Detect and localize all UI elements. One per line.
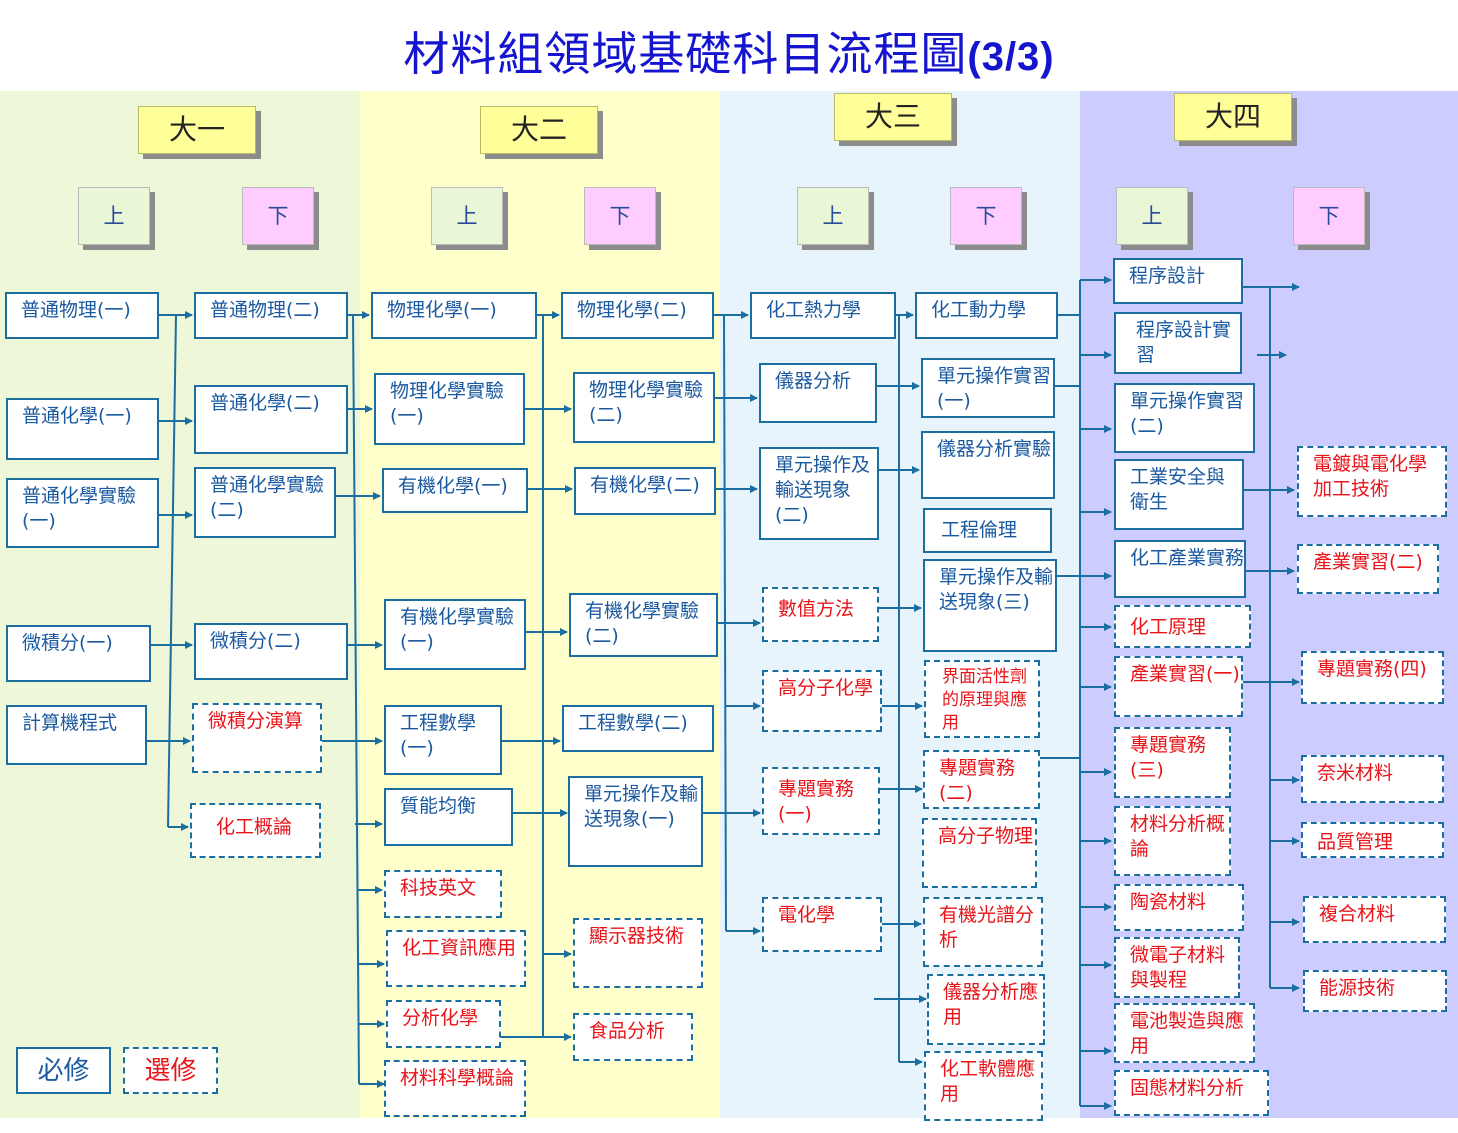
course-organic-chemistry-lab-1: 有機化學實驗(一)	[384, 599, 526, 670]
course-general-physics-2: 普通物理(二)	[194, 292, 348, 339]
course-general-chemistry-1: 普通化學(一)	[6, 398, 159, 460]
course-che-software: 化工軟體應用	[924, 1051, 1043, 1121]
course-display-technology: 顯示器技術	[573, 918, 703, 988]
course-calculus-1: 微積分(一)	[6, 625, 151, 682]
year1-column	[0, 91, 360, 1118]
course-organic-spectroscopy: 有機光譜分析	[923, 897, 1043, 967]
course-electrochemistry: 電化學	[762, 897, 882, 952]
course-mass-energy-balance: 質能均衡	[384, 788, 513, 846]
course-calculus-2: 微積分(二)	[194, 623, 348, 680]
course-unit-operations-1: 單元操作及輸送現象(一)	[568, 776, 703, 867]
course-instrumental-analysis-lab: 儀器分析實驗	[921, 431, 1055, 499]
course-physical-chemistry-lab-1: 物理化學實驗(一)	[374, 373, 525, 445]
course-nano-materials: 奈米材料	[1301, 755, 1444, 803]
course-calculus-computation: 微積分演算	[192, 703, 322, 773]
course-che-principles: 化工原理	[1114, 605, 1251, 648]
year-label-2: 大二	[480, 106, 598, 154]
course-unit-operations-lab-2: 單元操作實習(二)	[1114, 383, 1255, 453]
course-engineering-ethics: 工程倫理	[923, 508, 1052, 553]
course-organic-chemistry-1: 有機化學(一)	[382, 468, 528, 513]
course-energy-technology: 能源技術	[1303, 970, 1447, 1012]
course-battery-manufacturing: 電池製造與應用	[1114, 1003, 1255, 1063]
legend-required: 必修	[16, 1047, 111, 1094]
course-unit-operations-2: 單元操作及輸送現象(二)	[759, 447, 879, 540]
course-computer-programming: 計算機程式	[6, 705, 147, 765]
course-surfactant-principles: 界面活性劑的原理與應用	[924, 660, 1040, 738]
course-polymer-chemistry: 高分子化學	[762, 670, 882, 732]
legend-elective: 選修	[123, 1047, 218, 1094]
course-physical-chemistry-1: 物理化學(一)	[371, 292, 537, 339]
course-numerical-methods: 數值方法	[762, 587, 879, 642]
course-materials-analysis: 材料分析概論	[1114, 806, 1231, 876]
course-analytical-chemistry: 分析化學	[386, 1000, 501, 1048]
course-physical-chemistry-lab-2: 物理化學實驗(二)	[573, 372, 715, 443]
course-general-chemistry-2: 普通化學(二)	[194, 385, 348, 454]
course-polymer-physics: 高分子物理	[922, 818, 1037, 888]
course-solid-state-analysis: 固態材料分析	[1114, 1070, 1269, 1116]
course-electroplating: 電鍍與電化學加工技術	[1297, 446, 1447, 517]
course-quality-management: 品質管理	[1301, 822, 1444, 858]
course-process-design: 程序設計	[1113, 258, 1243, 304]
semester-up-y2: 上	[431, 187, 503, 245]
semester-up-y4: 上	[1116, 187, 1188, 245]
course-organic-chemistry-2: 有機化學(二)	[574, 467, 716, 515]
course-food-analysis: 食品分析	[573, 1013, 693, 1061]
course-industrial-safety: 工業安全與衛生	[1114, 459, 1244, 530]
course-ceramic-materials: 陶瓷材料	[1114, 884, 1244, 931]
course-industrial-internship-2: 產業實習(二)	[1297, 544, 1439, 594]
course-engineering-math-2: 工程數學(二)	[562, 705, 714, 752]
course-che-kinetics: 化工動力學	[915, 292, 1058, 339]
course-general-chemistry-lab-2: 普通化學實驗(二)	[194, 467, 336, 538]
course-instrumental-analysis: 儀器分析	[759, 363, 877, 423]
course-che-thermodynamics: 化工熱力學	[750, 292, 896, 339]
course-project-practice-3: 專題實務(三)	[1114, 727, 1231, 798]
course-engineering-math-1: 工程數學(一)	[384, 705, 502, 775]
course-project-practice-1: 專題實務(一)	[762, 767, 880, 835]
course-industrial-internship-1: 產業實習(一)	[1114, 656, 1243, 717]
semester-up-y3: 上	[797, 187, 869, 245]
title-part: (3/3)	[967, 35, 1055, 79]
course-technical-english: 科技英文	[384, 870, 502, 918]
course-instrumental-analysis-application: 儀器分析應用	[927, 974, 1045, 1045]
course-general-physics-1: 普通物理(一)	[5, 292, 159, 339]
year-label-3: 大三	[834, 93, 952, 141]
course-project-practice-2: 專題實務(二)	[923, 750, 1040, 809]
course-physical-chemistry-2: 物理化學(二)	[561, 292, 714, 339]
course-microelectronic-materials: 微電子材料與製程	[1114, 937, 1240, 998]
semester-up-y1: 上	[78, 187, 150, 245]
course-general-chemistry-lab-1: 普通化學實驗(一)	[6, 478, 159, 548]
course-unit-operations-3: 單元操作及輸送現象(三)	[923, 559, 1057, 652]
page-title: 材料組領域基礎科目流程圖(3/3)	[0, 18, 1458, 84]
course-process-design-lab: 程序設計實習	[1114, 312, 1242, 374]
course-composite-materials: 複合材料	[1303, 896, 1446, 943]
course-che-industry-practice: 化工產業實務	[1114, 540, 1246, 598]
year-label-4: 大四	[1174, 93, 1292, 141]
semester-down-y3: 下	[950, 187, 1022, 245]
course-materials-science: 材料科學概論	[384, 1060, 526, 1117]
course-che-information: 化工資訊應用	[386, 930, 526, 987]
semester-down-y4: 下	[1293, 187, 1365, 245]
semester-down-y2: 下	[584, 187, 656, 245]
title-main: 材料組領域基礎科目流程圖	[403, 27, 968, 81]
course-unit-operations-lab-1: 單元操作實習(一)	[921, 358, 1055, 418]
semester-down-y1: 下	[242, 187, 314, 245]
course-che-introduction: 化工概論	[190, 803, 321, 858]
course-organic-chemistry-lab-2: 有機化學實驗(二)	[569, 593, 718, 657]
year-label-1: 大一	[138, 106, 256, 154]
course-project-practice-4: 專題實務(四)	[1301, 651, 1444, 704]
